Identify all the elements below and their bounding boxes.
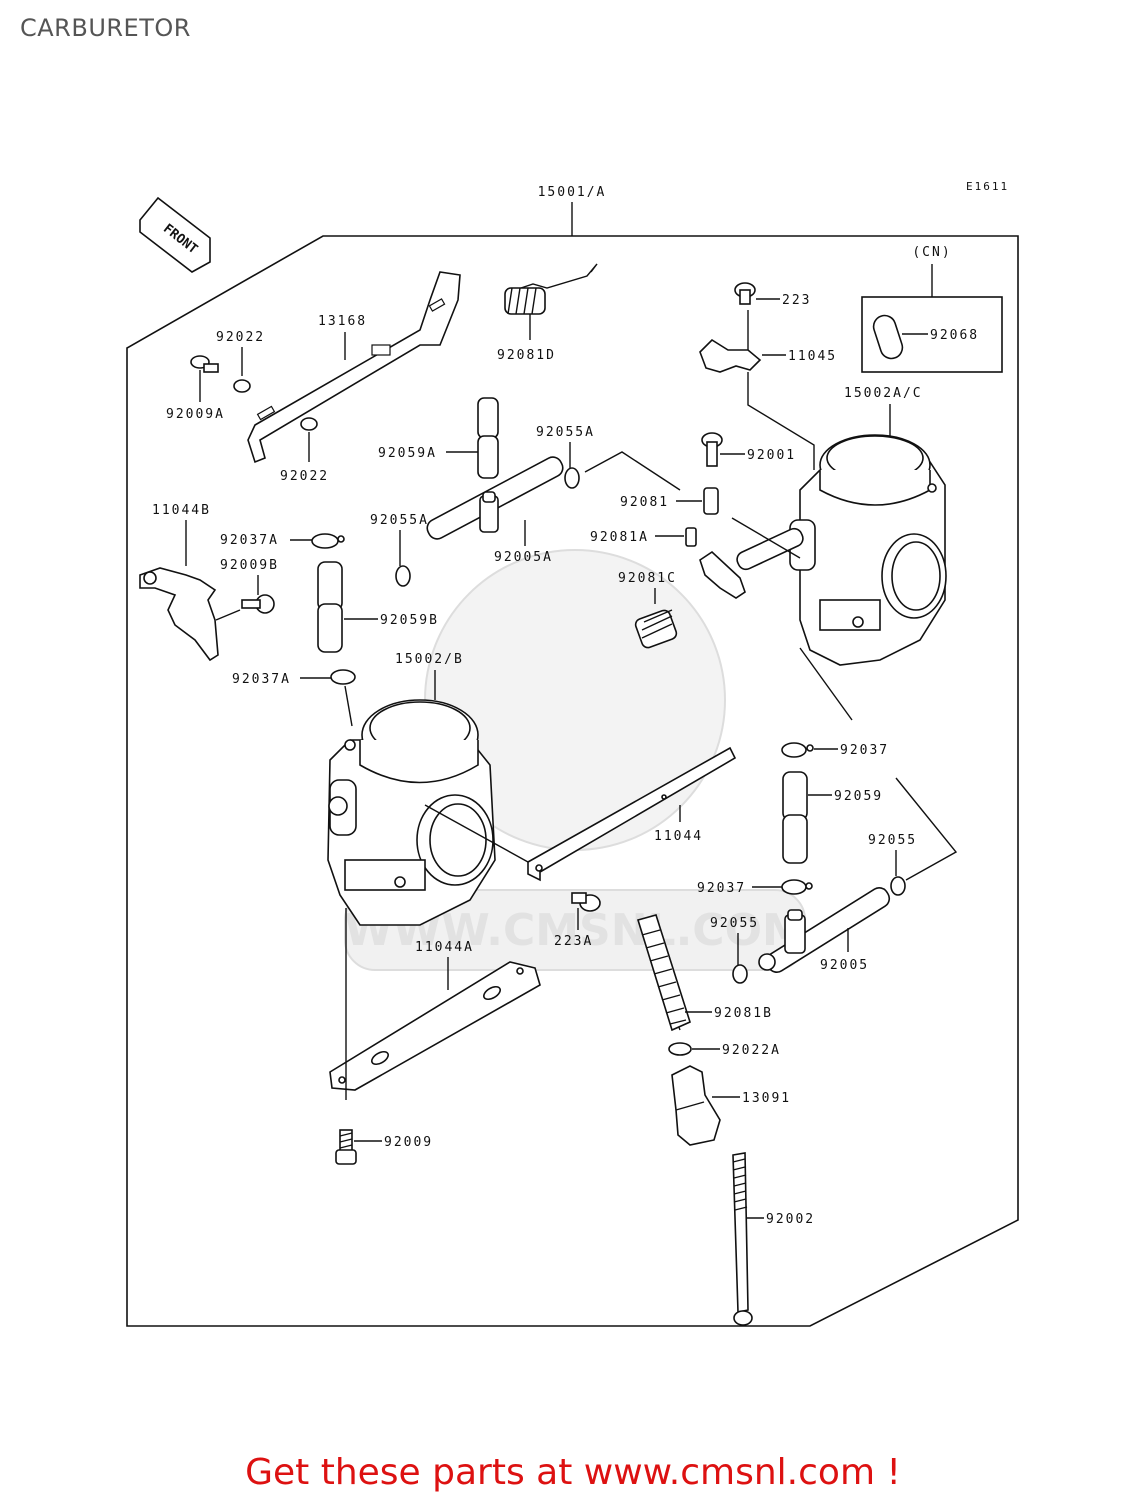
part-92081B-spring[interactable] — [636, 914, 691, 1032]
part-label-92009A[interactable]: 92009A — [166, 407, 225, 422]
part-label-13091[interactable]: 13091 — [742, 1091, 791, 1106]
page-title: CARBURETOR — [20, 14, 191, 42]
part-label-11044[interactable]: 11044 — [654, 829, 703, 844]
part-223A-screw[interactable] — [571, 892, 601, 912]
part-label-15001A[interactable]: 15001/A — [538, 185, 607, 200]
part-label-15002B[interactable]: 15002/B — [395, 652, 464, 667]
part-92081C-spring[interactable] — [634, 609, 678, 650]
part-92005A-pipe[interactable] — [424, 454, 566, 542]
part-label-223[interactable]: 223 — [782, 293, 811, 308]
part-92068-cap[interactable] — [871, 313, 906, 362]
part-label-92068[interactable]: 92068 — [930, 328, 979, 343]
part-92081-spring[interactable] — [703, 487, 719, 515]
part-label-92055-low[interactable]: 92055 — [710, 916, 759, 931]
part-label-92059B[interactable]: 92059B — [380, 613, 439, 628]
part-92059-tube[interactable] — [782, 771, 808, 864]
part-label-15002AC[interactable]: 15002A/C — [844, 386, 923, 401]
part-label-92059[interactable]: 92059 — [834, 789, 883, 804]
part-label-92055-right[interactable]: 92055 — [868, 833, 917, 848]
part-label-92081D[interactable]: 92081D — [497, 348, 556, 363]
part-92055A-oring-top[interactable] — [564, 467, 580, 489]
part-11044A-plate[interactable] — [329, 961, 541, 1091]
part-223-screw[interactable] — [734, 282, 756, 305]
part-label-92081A[interactable]: 92081A — [590, 530, 649, 545]
part-92005-pipe[interactable] — [758, 884, 893, 975]
part-92055-oring-right[interactable] — [890, 876, 906, 896]
part-92055A-oring-mid[interactable] — [395, 565, 411, 587]
part-label-13168[interactable]: 13168 — [318, 314, 367, 329]
cn-box — [861, 296, 1003, 373]
part-label-92022-top[interactable]: 92022 — [216, 330, 265, 345]
part-label-11044B[interactable]: 11044B — [152, 503, 211, 518]
part-label-11045[interactable]: 11045 — [788, 349, 837, 364]
part-label-92005A[interactable]: 92005A — [494, 550, 553, 565]
part-label-92022A[interactable]: 92022A — [722, 1043, 781, 1058]
part-label-92037-low[interactable]: 92037 — [697, 881, 746, 896]
part-throttle-link[interactable] — [699, 526, 806, 599]
part-92001-screw[interactable] — [701, 432, 723, 467]
part-label-92055A-top[interactable]: 92055A — [536, 425, 595, 440]
part-label-92055A-mid[interactable]: 92055A — [370, 513, 429, 528]
part-label-92002[interactable]: 92002 — [766, 1212, 815, 1227]
part-92009A-screw[interactable] — [190, 355, 219, 373]
part-label-92081C[interactable]: 92081C — [618, 571, 677, 586]
part-label-92081B[interactable]: 92081B — [714, 1006, 773, 1021]
footer-promo-link[interactable]: Get these parts at www.cmsnl.com ! — [245, 1452, 901, 1493]
part-92009-bolt[interactable] — [335, 1129, 357, 1165]
part-92081D-spring[interactable] — [504, 263, 598, 315]
part-92022-washer-top[interactable] — [233, 379, 251, 393]
part-92002-screw[interactable] — [732, 1152, 753, 1326]
part-label-92022-mid[interactable]: 92022 — [280, 469, 329, 484]
part-92037A-clip-mid[interactable] — [330, 669, 356, 685]
part-13091-nut[interactable] — [671, 1065, 721, 1146]
part-92059A-tube[interactable] — [477, 397, 499, 479]
part-92037-clip-low[interactable] — [781, 879, 807, 895]
assembly-frame — [126, 235, 1019, 1327]
part-15002AC-carburetor[interactable] — [789, 434, 947, 666]
part-label-92037-top[interactable]: 92037 — [840, 743, 889, 758]
part-92022-washer-mid[interactable] — [300, 417, 318, 431]
part-label-92009[interactable]: 92009 — [384, 1135, 433, 1150]
part-92009B-screw[interactable] — [241, 594, 275, 614]
part-label-92037A-mid[interactable]: 92037A — [232, 672, 291, 687]
part-92037-clip-top[interactable] — [781, 742, 807, 758]
part-label-92037A-top[interactable]: 92037A — [220, 533, 279, 548]
front-arrow-icon: FRONT — [139, 196, 211, 273]
part-92037A-clip-top[interactable] — [311, 533, 339, 549]
cn-label: (CN) — [912, 245, 951, 260]
part-label-92005[interactable]: 92005 — [820, 958, 869, 973]
ref-code: E1611 — [966, 180, 1009, 193]
part-label-92009B[interactable]: 92009B — [220, 558, 279, 573]
part-11045-bracket[interactable] — [699, 338, 762, 373]
part-label-11044A[interactable]: 11044A — [415, 940, 474, 955]
part-13168-bracket[interactable] — [247, 271, 461, 464]
part-label-92059A[interactable]: 92059A — [378, 446, 437, 461]
part-11044-bar[interactable] — [527, 746, 737, 882]
part-92059B-tube[interactable] — [317, 561, 343, 653]
part-label-223A[interactable]: 223A — [554, 934, 593, 949]
part-label-92081[interactable]: 92081 — [620, 495, 669, 510]
part-92055-oring-low[interactable] — [732, 964, 748, 984]
part-92081A-spring[interactable] — [685, 527, 697, 547]
part-label-92001[interactable]: 92001 — [747, 448, 796, 463]
part-11044B-bracket[interactable] — [139, 567, 219, 662]
part-92022A-washer[interactable] — [668, 1042, 692, 1056]
part-15002B-carburetor[interactable] — [327, 699, 496, 926]
